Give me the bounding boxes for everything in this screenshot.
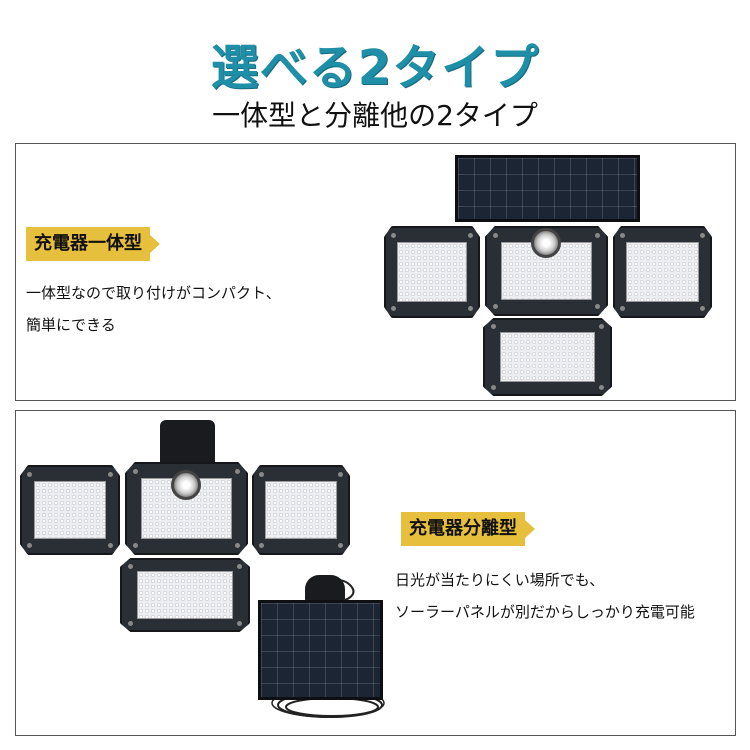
integrated-type-badge: 充電器一体型 bbox=[26, 227, 160, 261]
screw-icon bbox=[132, 542, 138, 548]
screw-icon bbox=[236, 564, 242, 570]
screw-icon bbox=[258, 472, 264, 478]
screw-icon bbox=[108, 542, 114, 548]
lamp-head-bottom bbox=[483, 318, 612, 396]
screw-icon bbox=[338, 472, 344, 478]
separated-type-badge: 充電器分離型 bbox=[401, 512, 535, 546]
motion-sensor-icon bbox=[171, 470, 201, 500]
integrated-desc-line-1: 一体型なので取り付けがコンパクト、 bbox=[26, 284, 281, 302]
screw-icon bbox=[700, 305, 706, 311]
lamp-head-right bbox=[613, 226, 712, 318]
screw-icon bbox=[491, 384, 497, 390]
screw-icon bbox=[619, 233, 625, 239]
screw-icon bbox=[492, 303, 498, 309]
screw-icon bbox=[128, 620, 134, 626]
screw-icon bbox=[235, 542, 241, 548]
screw-icon bbox=[700, 233, 706, 239]
led-array bbox=[626, 242, 699, 302]
led-array bbox=[397, 242, 467, 302]
screw-icon bbox=[338, 542, 344, 548]
screw-icon bbox=[26, 472, 32, 478]
separated-type-panel bbox=[15, 410, 736, 736]
separated-desc-line-1: 日光が当たりにくい場所でも、 bbox=[395, 571, 605, 589]
separated-desc-line-2: ソーラーパネルが別だからしっかり充電可能 bbox=[395, 603, 695, 621]
motion-sensor-icon bbox=[531, 228, 561, 258]
screw-icon bbox=[598, 324, 604, 330]
screw-icon bbox=[26, 542, 32, 548]
lamp-head-right bbox=[252, 465, 350, 555]
screw-icon bbox=[619, 305, 625, 311]
led-array bbox=[500, 331, 595, 383]
page-title: 選べる2タイプ bbox=[210, 40, 540, 96]
screw-icon bbox=[390, 305, 396, 311]
panel-bracket bbox=[305, 575, 345, 603]
integrated-desc-line-2: 簡単にできる bbox=[26, 316, 116, 334]
solar-panel bbox=[455, 155, 640, 222]
screw-icon bbox=[108, 472, 114, 478]
screw-icon bbox=[595, 233, 601, 239]
led-array bbox=[137, 571, 233, 619]
led-array bbox=[33, 480, 107, 540]
screw-icon bbox=[595, 303, 601, 309]
wall-mount bbox=[160, 420, 215, 470]
screw-icon bbox=[128, 564, 134, 570]
lamp-head-left bbox=[384, 226, 480, 318]
screw-icon bbox=[468, 305, 474, 311]
screw-icon bbox=[468, 233, 474, 239]
screw-icon bbox=[492, 233, 498, 239]
lamp-head-left bbox=[20, 465, 120, 555]
screw-icon bbox=[258, 542, 264, 548]
screw-icon bbox=[236, 620, 242, 626]
screw-icon bbox=[132, 469, 138, 475]
screw-icon bbox=[235, 469, 241, 475]
screw-icon bbox=[598, 384, 604, 390]
screw-icon bbox=[390, 233, 396, 239]
solar-panel bbox=[258, 600, 383, 700]
integrated-type-panel bbox=[15, 143, 736, 401]
page-subtitle: 一体型と分離他の2タイプ bbox=[212, 99, 538, 132]
screw-icon bbox=[491, 324, 497, 330]
lamp-head-bottom bbox=[120, 558, 250, 632]
led-array bbox=[265, 480, 337, 540]
